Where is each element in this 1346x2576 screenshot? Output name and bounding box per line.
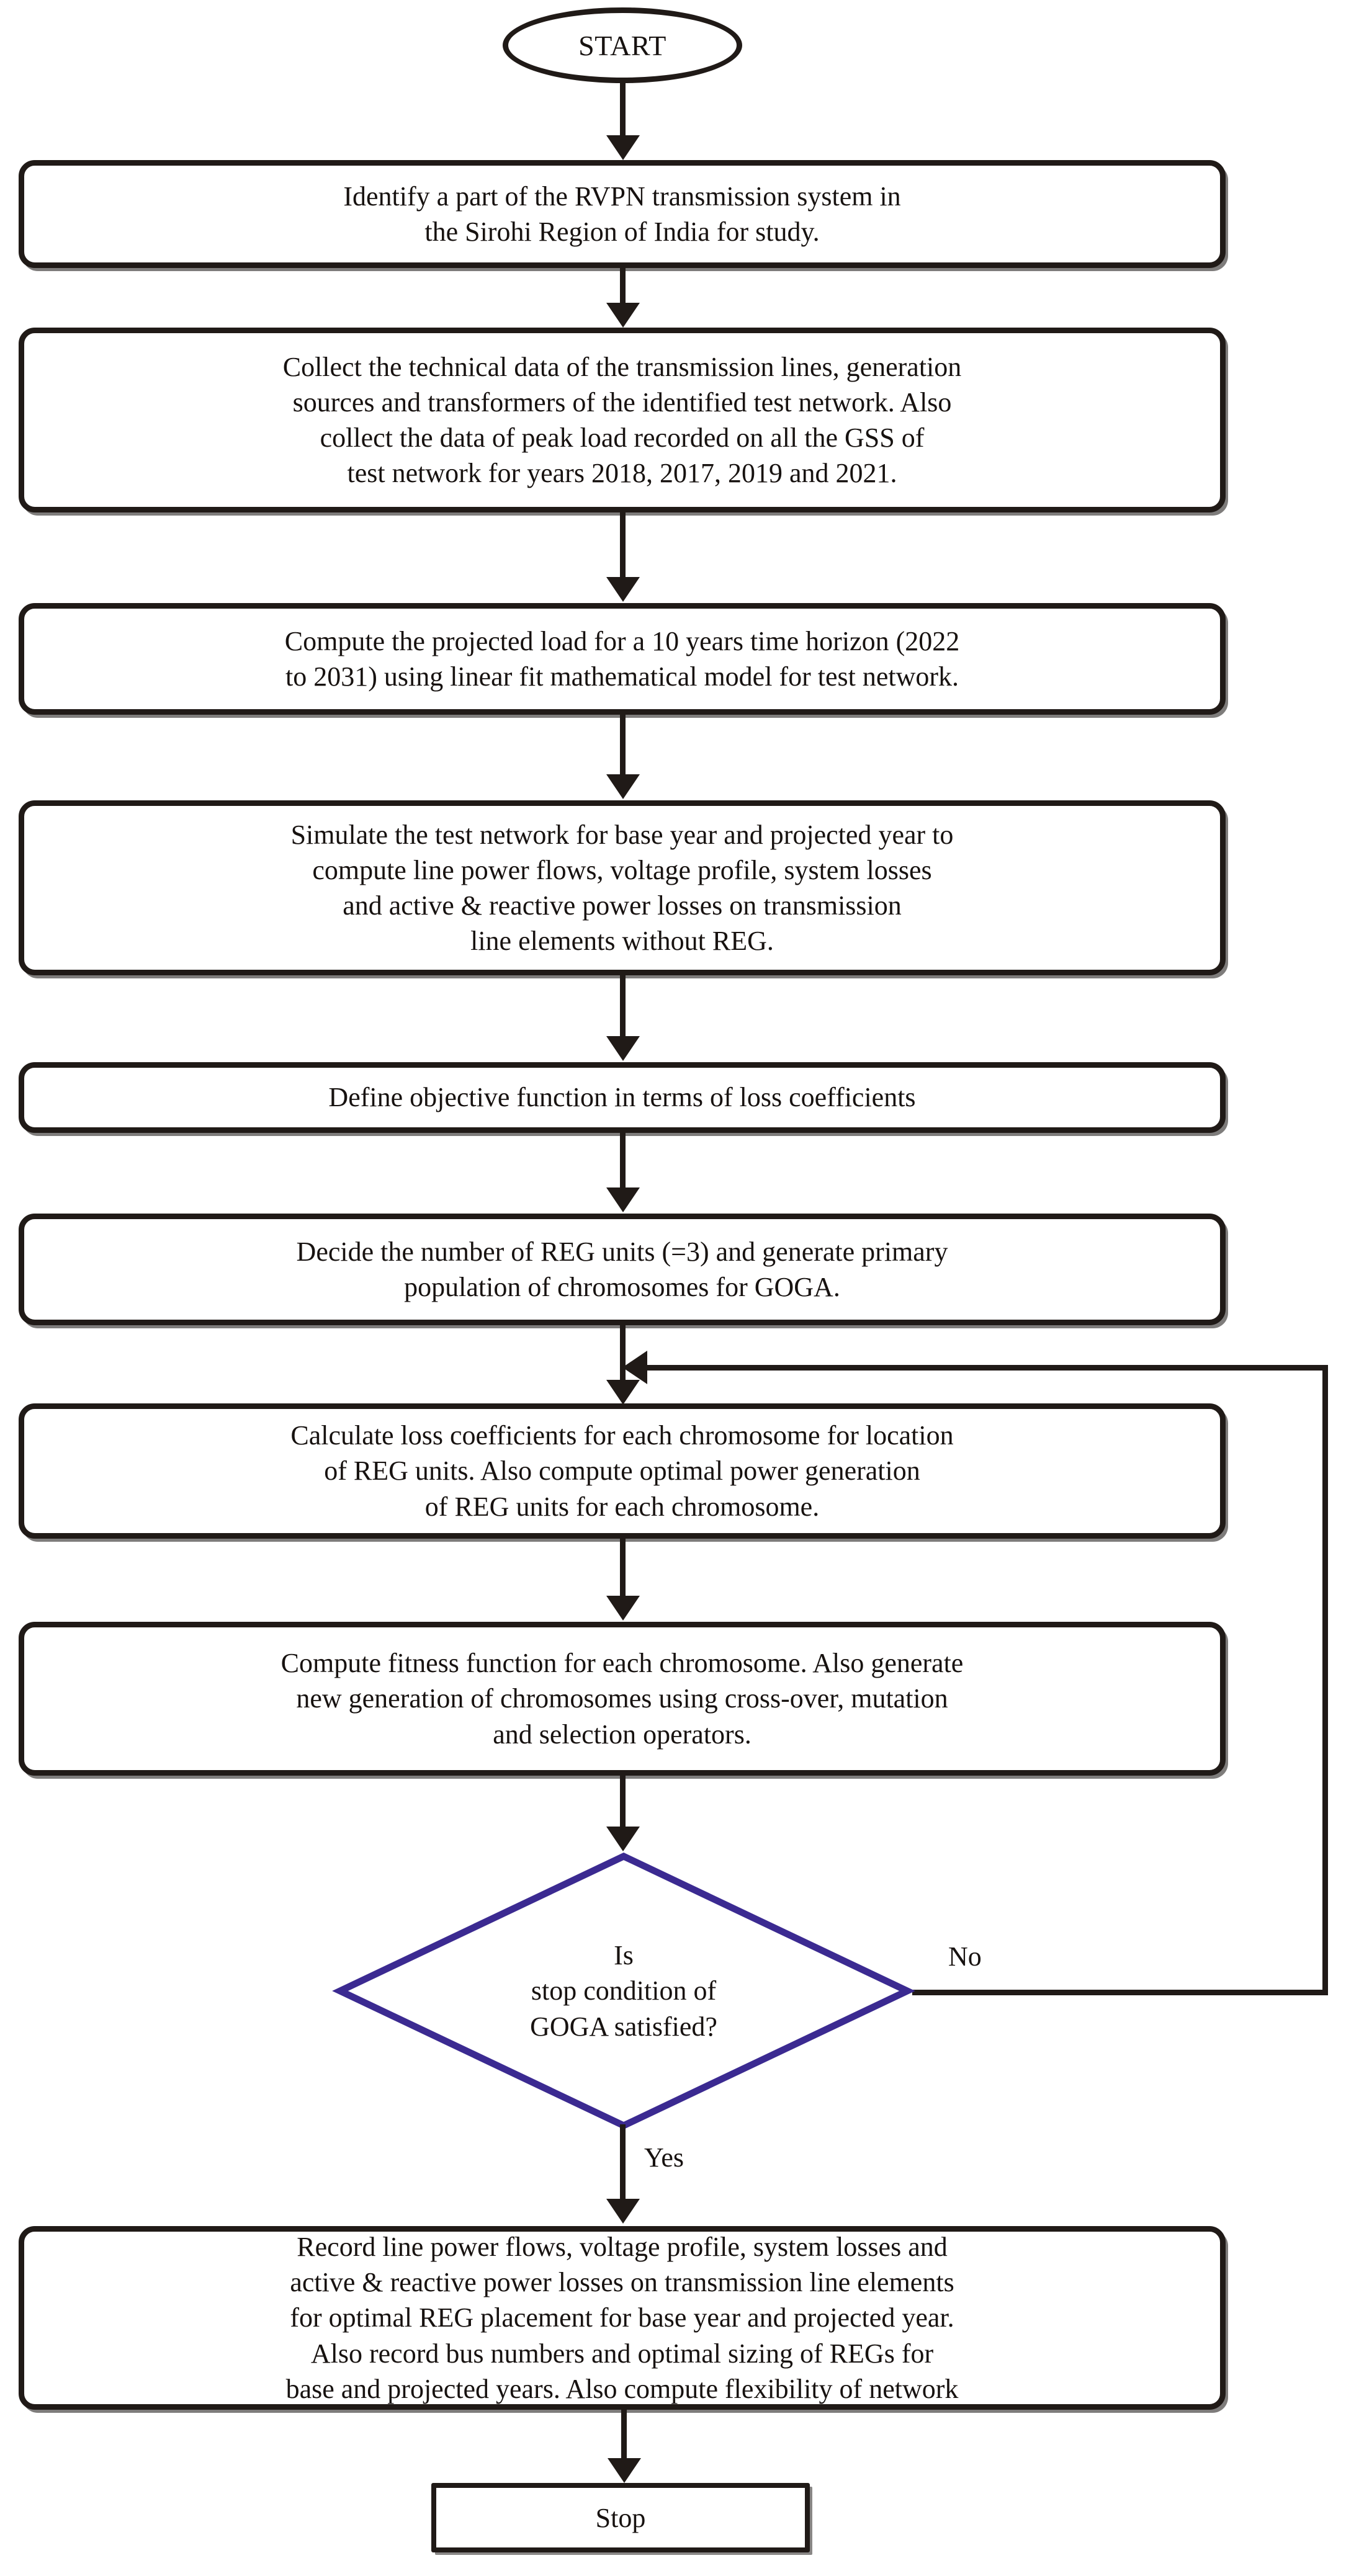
node-step9[interactable]: Record line power flows, voltage profile… xyxy=(19,2226,1226,2410)
decision-diamond-shape xyxy=(332,1852,915,2130)
node-step5[interactable]: Define objective function in terms of lo… xyxy=(19,1062,1226,1133)
node-step6-text: Decide the number of REG units (=3) and … xyxy=(296,1236,948,1302)
arrowhead-step9 xyxy=(606,2199,640,2224)
arrowhead-decision xyxy=(606,1827,640,1851)
arrowhead-step5 xyxy=(606,1036,640,1061)
branch-label-yes: Yes xyxy=(644,2142,684,2173)
edge-step9-to-stop xyxy=(621,2410,627,2463)
arrowhead-step4 xyxy=(606,774,640,799)
node-start-label: START xyxy=(578,29,666,61)
edge-step3-to-step4 xyxy=(620,715,626,777)
arrowhead-step1 xyxy=(606,135,640,160)
node-stop-label: Stop xyxy=(595,2502,646,2533)
node-step1-text: Identify a part of the RVPN transmission… xyxy=(343,181,901,247)
edge-step4-to-step5 xyxy=(620,975,626,1039)
arrowhead-step8 xyxy=(606,1596,640,1621)
node-step5-text: Define objective function in terms of lo… xyxy=(328,1082,916,1113)
arrowhead-stop xyxy=(608,2458,641,2483)
arrowhead-step6 xyxy=(606,1187,640,1212)
node-step1[interactable]: Identify a part of the RVPN transmission… xyxy=(19,160,1226,268)
node-step4-text: Simulate the test network for base year … xyxy=(290,819,954,957)
edge-feedback-horizontal-top xyxy=(627,1365,1328,1371)
node-decision[interactable]: Is stop condition of GOGA satisfied? xyxy=(332,1851,915,2131)
arrowhead-step3 xyxy=(606,577,640,602)
node-step7-text: Calculate loss coefficients for each chr… xyxy=(290,1420,954,1522)
node-step2[interactable]: Collect the technical data of the transm… xyxy=(19,328,1226,512)
node-step8-text: Compute fitness function for each chromo… xyxy=(280,1648,964,1750)
node-step2-text: Collect the technical data of the transm… xyxy=(282,351,962,489)
edge-step1-to-step2 xyxy=(620,268,626,305)
node-step3[interactable]: Compute the projected load for a 10 year… xyxy=(19,603,1226,715)
node-step7[interactable]: Calculate loss coefficients for each chr… xyxy=(19,1403,1226,1539)
node-start[interactable]: START xyxy=(503,7,742,83)
edge-step2-to-step3 xyxy=(620,512,626,579)
arrowhead-step2 xyxy=(606,303,640,328)
arrowhead-feedback-merge xyxy=(622,1351,647,1384)
edge-feedback-vertical xyxy=(1322,1365,1328,1995)
node-step4[interactable]: Simulate the test network for base year … xyxy=(19,800,1226,975)
node-stop[interactable]: Stop xyxy=(431,2483,810,2552)
node-step6[interactable]: Decide the number of REG units (=3) and … xyxy=(19,1214,1226,1325)
edge-feedback-horizontal-bottom xyxy=(912,1990,1328,1995)
edge-decision-to-step9 xyxy=(620,2124,626,2201)
edge-start-to-step1 xyxy=(620,81,626,138)
edge-step8-to-decision xyxy=(620,1776,626,1829)
node-step9-text: Record line power flows, voltage profile… xyxy=(285,2232,959,2404)
branch-label-no: No xyxy=(948,1941,982,1972)
edge-step5-to-step6 xyxy=(620,1133,626,1190)
node-step3-text: Compute the projected load for a 10 year… xyxy=(284,625,960,692)
node-step8[interactable]: Compute fitness function for each chromo… xyxy=(19,1622,1226,1776)
edge-step7-to-step8 xyxy=(620,1539,626,1598)
